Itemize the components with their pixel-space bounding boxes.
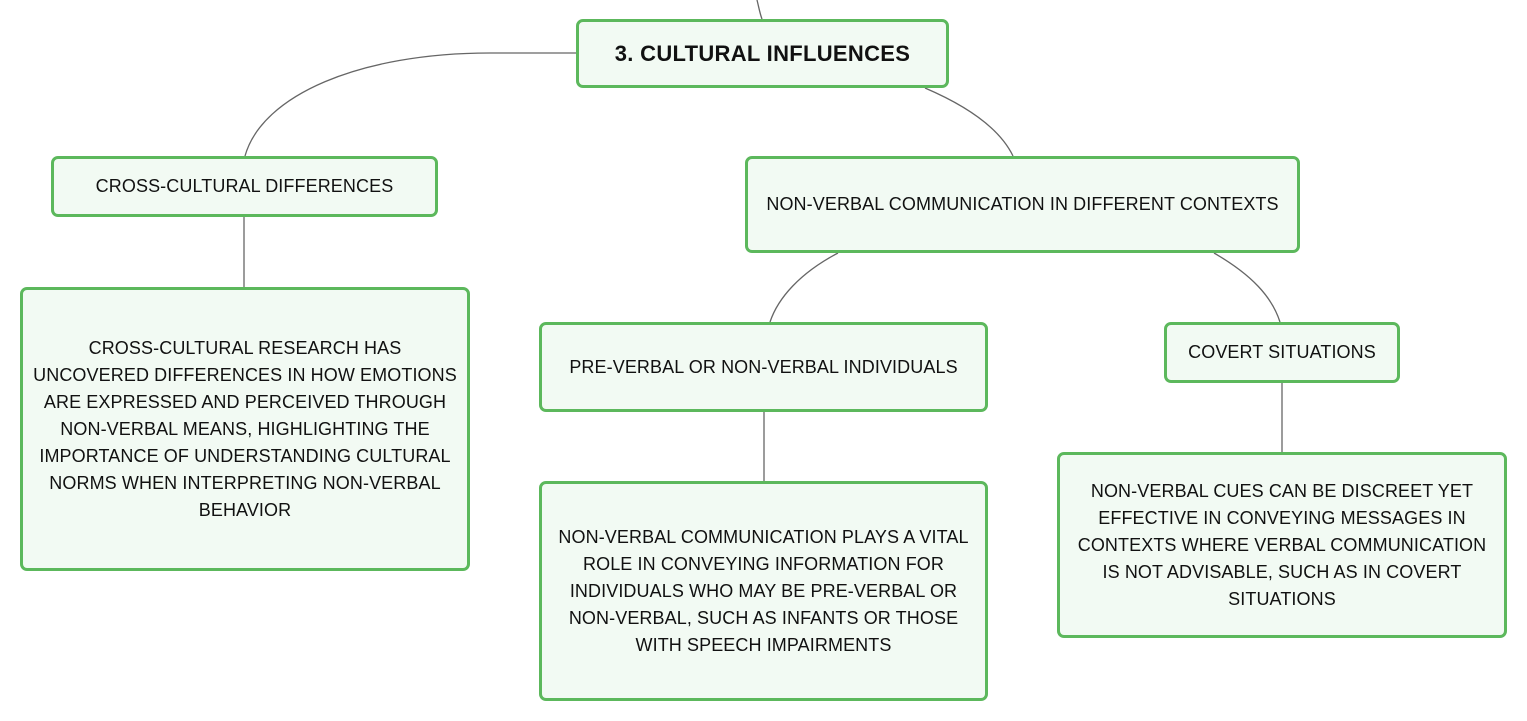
connector-contexts-to-covert <box>1213 252 1281 323</box>
cross-cultural-differences-label: CROSS-CULTURAL DIFFERENCES <box>95 176 394 196</box>
connector-contexts-to-preverbal <box>769 252 839 323</box>
root-node-label: 3. CULTURAL INFLUENCES <box>614 41 911 66</box>
connector-root-to-contexts <box>924 87 1014 157</box>
cross-cultural-description-node[interactable]: CROSS-CULTURAL RESEARCH HAS UNCOVERED DI… <box>20 287 470 571</box>
pre-verbal-description-node[interactable]: NON-VERBAL COMMUNICATION PLAYS A VITAL R… <box>539 481 988 701</box>
connector-root-to-cross <box>244 52 576 157</box>
root-node[interactable]: 3. CULTURAL INFLUENCES <box>576 19 949 88</box>
connector-incoming-root <box>756 0 763 20</box>
different-contexts-label: NON-VERBAL COMMUNICATION IN DIFFERENT CO… <box>766 194 1279 214</box>
cross-cultural-differences-node[interactable]: CROSS-CULTURAL DIFFERENCES <box>51 156 438 217</box>
pre-verbal-description-text: NON-VERBAL COMMUNICATION PLAYS A VITAL R… <box>558 526 969 655</box>
covert-situations-label: COVERT SITUATIONS <box>1188 342 1376 362</box>
covert-situations-node[interactable]: COVERT SITUATIONS <box>1164 322 1400 383</box>
pre-verbal-individuals-node[interactable]: PRE-VERBAL OR NON-VERBAL INDIVIDUALS <box>539 322 988 412</box>
different-contexts-node[interactable]: NON-VERBAL COMMUNICATION IN DIFFERENT CO… <box>745 156 1300 253</box>
pre-verbal-individuals-label: PRE-VERBAL OR NON-VERBAL INDIVIDUALS <box>569 356 958 377</box>
cross-cultural-description-text: CROSS-CULTURAL RESEARCH HAS UNCOVERED DI… <box>33 337 457 520</box>
covert-description-text: NON-VERBAL CUES CAN BE DISCREET YET EFFE… <box>1077 480 1487 609</box>
covert-description-node[interactable]: NON-VERBAL CUES CAN BE DISCREET YET EFFE… <box>1057 452 1507 638</box>
